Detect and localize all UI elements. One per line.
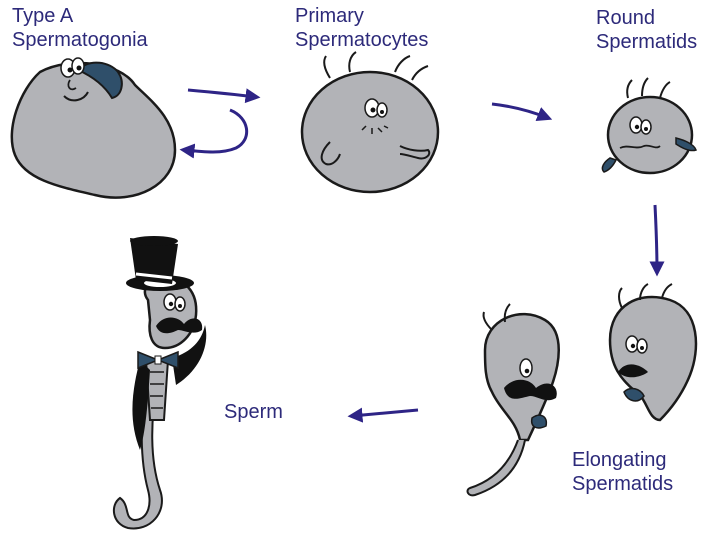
label-elongating-line1: Elongating: [572, 448, 673, 472]
label-primary-spermatocytes: Primary Spermatocytes: [295, 4, 428, 52]
label-type-a-line1: Type A: [12, 4, 148, 28]
sperm-cell: [114, 236, 206, 529]
arrow-round-to-elongating: [655, 205, 657, 272]
label-primary-line2: Spermatocytes: [295, 28, 428, 52]
type-a-spermatogonia-cell: [12, 58, 175, 198]
label-elongating-line2: Spermatids: [572, 472, 673, 496]
label-round-line1: Round: [596, 6, 697, 30]
primary-spermatocyte-cell: [302, 52, 438, 192]
elongating-spermatid-early: [610, 284, 696, 420]
arrow-primary-to-round: [492, 104, 548, 118]
round-spermatid-cell: [602, 78, 696, 173]
label-primary-line1: Primary: [295, 4, 428, 28]
label-sperm: Sperm: [224, 400, 283, 424]
label-round-line2: Spermatids: [596, 30, 697, 54]
label-type-a-spermatogonia: Type A Spermatogonia: [12, 4, 148, 52]
arrow-typea-to-primary: [188, 90, 256, 97]
label-sperm-line1: Sperm: [224, 400, 283, 424]
label-round-spermatids: Round Spermatids: [596, 6, 697, 54]
arrow-typea-self-renewal: [184, 110, 247, 152]
label-elongating-spermatids: Elongating Spermatids: [572, 448, 673, 496]
label-type-a-line2: Spermatogonia: [12, 28, 148, 52]
elongating-spermatid-late: [468, 304, 559, 495]
arrow-elongating-to-sperm: [352, 410, 418, 416]
